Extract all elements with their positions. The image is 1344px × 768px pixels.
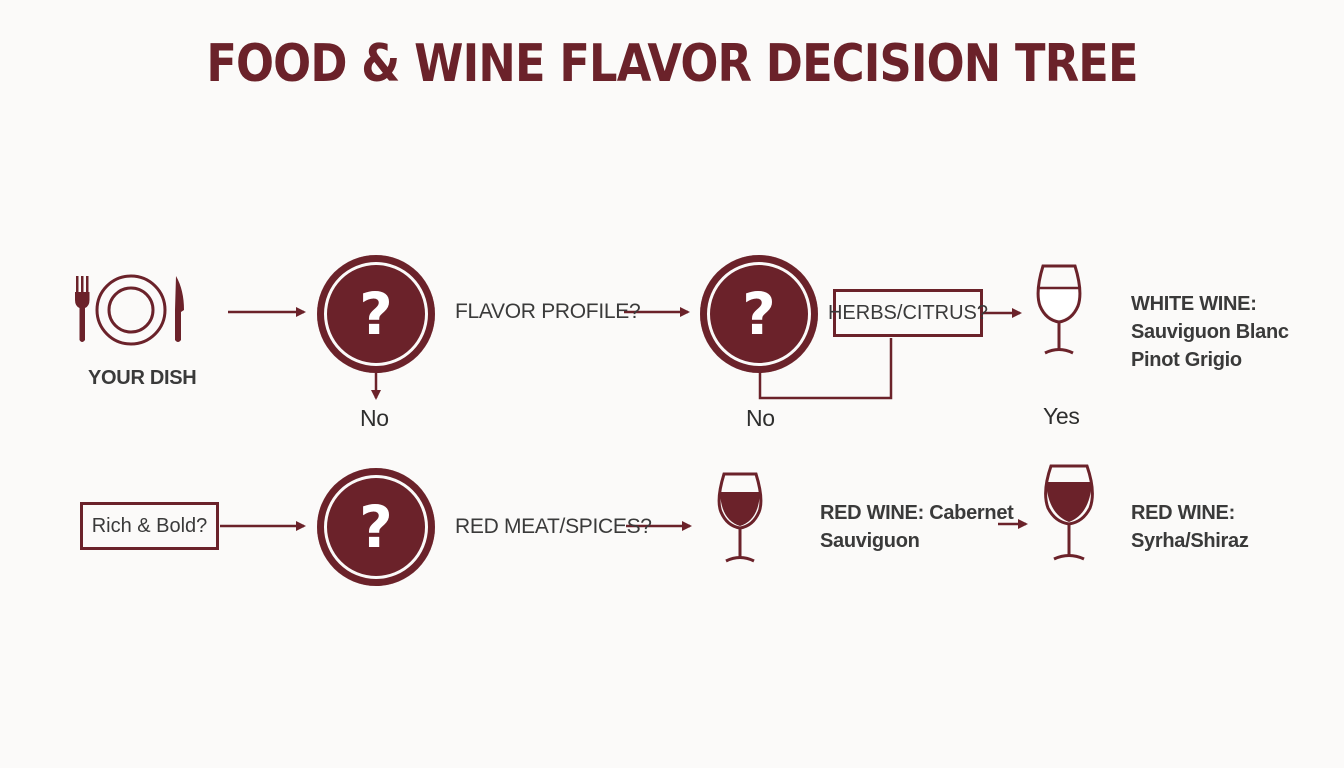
red-wine-glass-icon (717, 472, 763, 563)
white-wine-glass-icon (1036, 264, 1082, 355)
red-wine-glass-icon (1044, 464, 1094, 561)
edge-label-no-left: No (360, 405, 389, 431)
red-meat-spices-label: RED MEAT/SPICES? (455, 515, 652, 538)
flavor-profile-label: FLAVOR PROFILE? (455, 300, 641, 323)
plate-fork-knife-icon (75, 274, 184, 346)
edge-label-yes: Yes (1043, 403, 1080, 429)
herbs-citrus-box: HERBS/CITRUS? (828, 289, 988, 337)
edge-label-no-middle: No (746, 405, 775, 431)
red-wine-syrah-label: RED WINE: Syrha/Shiraz (1131, 502, 1249, 552)
diagram-title: FOOD & WINE FLAVOR DECISION TREE (206, 34, 1138, 94)
question-node-2: ? (700, 255, 818, 373)
your-dish-label: YOUR DISH (88, 367, 197, 389)
connector-q2-to-herbs (758, 338, 893, 400)
question-mark-1: ? (359, 280, 393, 348)
question-mark-2: ? (742, 280, 776, 348)
rich-bold-box: Rich & Bold? (80, 502, 219, 550)
question-node-1: ? (317, 255, 435, 373)
red-wine-cabernet-label: RED WINE: Cabernet Sauviguon (820, 502, 1014, 552)
question-node-3: ? (317, 468, 435, 586)
white-wine-label: WHITE WINE: Sauviguon Blanc Pinot Grigio (1131, 293, 1289, 371)
question-mark-3: ? (359, 493, 393, 561)
